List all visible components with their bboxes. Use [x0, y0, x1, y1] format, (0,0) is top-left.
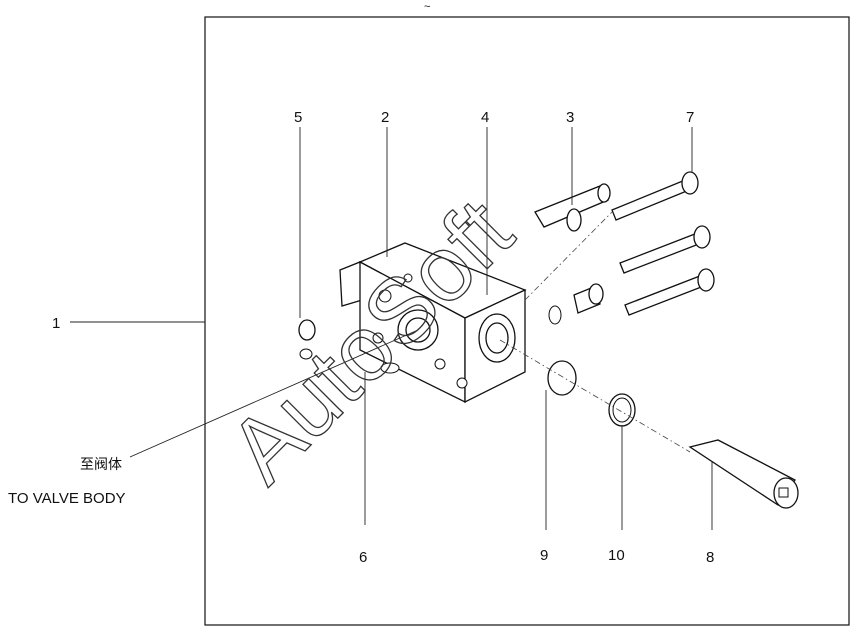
bolt-3-head	[697, 268, 715, 292]
leader-lines	[70, 127, 713, 530]
callout-1: 1	[52, 315, 60, 332]
plug-body	[688, 439, 796, 506]
fitting-nut	[588, 283, 604, 305]
o-ring-part-6	[380, 362, 400, 374]
callout-8: 8	[706, 549, 714, 566]
block-side-port-inner	[485, 322, 509, 354]
fitting-o-ring	[548, 305, 562, 325]
bolts-part-7	[611, 171, 715, 316]
fitting-part-4	[548, 283, 604, 325]
header-mark: ~	[424, 1, 430, 13]
bolt-3-shank	[624, 273, 710, 316]
bolt-1-head	[681, 171, 699, 195]
disc-part-9	[547, 360, 577, 396]
plug-part-5	[298, 319, 316, 341]
to-valve-body-label-en: TO VALVE BODY	[8, 490, 126, 507]
callout-3: 3	[566, 109, 574, 126]
center-line-lower	[499, 339, 691, 453]
block-port-small-4	[456, 377, 468, 389]
callout-9: 9	[540, 547, 548, 564]
bolt-2-head	[693, 225, 711, 249]
callout-4: 4	[481, 109, 489, 126]
block-port-small-3	[434, 358, 446, 370]
callout-2: 2	[381, 109, 389, 126]
callout-10: 10	[608, 547, 625, 564]
callout-7: 7	[686, 109, 694, 126]
seal-ring-inner	[612, 397, 632, 423]
bolt-2-shank	[619, 231, 705, 274]
callouts: 1 2 3 4 5 6 7 8 9 10	[52, 109, 714, 566]
to-valve-body-label-cn: 至阀体	[80, 457, 122, 473]
small-o-ring-part-5	[299, 348, 313, 360]
diagram-frame	[204, 16, 850, 626]
block-port-small-5	[403, 273, 413, 283]
block-port-small-1	[378, 289, 392, 303]
plug-part-8	[688, 439, 799, 509]
callout-5: 5	[294, 109, 302, 126]
leader-to-valve-body	[129, 329, 419, 458]
check-valve-head	[597, 183, 611, 203]
callout-6: 6	[359, 549, 367, 566]
block-port-small-2	[372, 332, 384, 344]
check-valve-part-3	[534, 183, 611, 232]
plug-hex-socket	[778, 487, 789, 498]
check-valve-seat	[566, 208, 582, 232]
